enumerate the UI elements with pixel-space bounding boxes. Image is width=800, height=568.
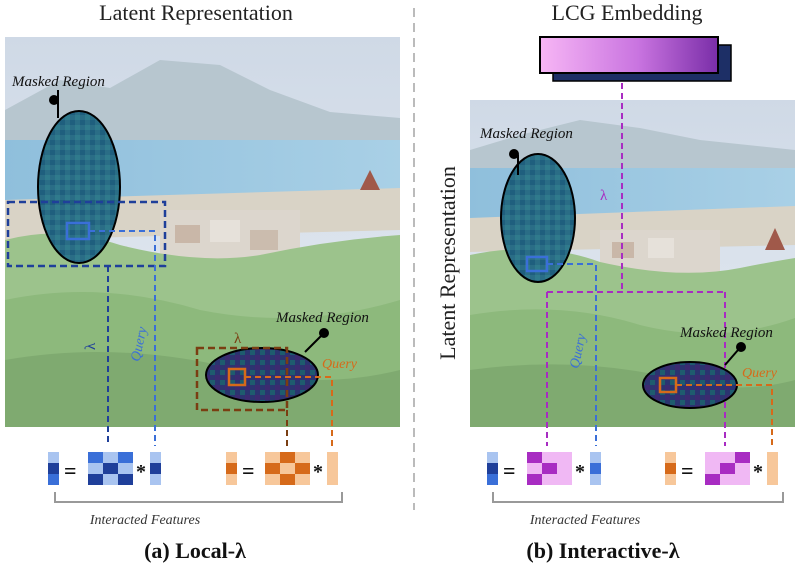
right-equals-orange: =	[681, 458, 694, 483]
left-lambda-window-orange	[195, 346, 289, 412]
right-pointer-dot-bottom	[736, 342, 746, 352]
right-formula-orange: = *	[665, 452, 778, 485]
left-times-blue: *	[136, 461, 146, 483]
right-formula-blue: = *	[487, 452, 601, 485]
right-query-line-blue	[547, 263, 597, 446]
left-masked-label-bottom: Masked Region	[275, 310, 369, 326]
left-interacted-bracket	[54, 492, 343, 503]
left-equals-blue: =	[64, 458, 77, 483]
right-masked-label-top: Masked Region	[479, 126, 573, 142]
right-pointer-dot-top	[509, 149, 519, 159]
right-side-title: Latent Representation	[435, 166, 460, 360]
left-masked-region-bottom	[205, 347, 319, 403]
right-lambda-label: λ	[600, 188, 608, 204]
right-times-orange: *	[753, 461, 763, 483]
left-equals-orange: =	[242, 458, 255, 483]
left-interacted-label: Interacted Features	[89, 513, 201, 528]
left-lambda-window-blue	[6, 200, 167, 268]
left-pointer-dot-top	[49, 95, 59, 105]
right-interacted-label: Interacted Features	[529, 513, 641, 528]
left-landscape-image	[5, 37, 400, 427]
left-query-line-orange	[245, 376, 333, 446]
left-pointer-bottom	[304, 334, 323, 353]
right-query-label-blue: Query	[568, 332, 590, 370]
right-masked-label-bottom: Masked Region	[679, 325, 773, 341]
left-query-label-orange: Query	[322, 357, 358, 372]
right-masked-region-top	[500, 153, 576, 283]
left-pointer-dot-bottom	[319, 328, 329, 338]
right-query-line-orange	[676, 384, 773, 446]
lcg-embedding-bar	[539, 36, 719, 74]
right-times-blue: *	[575, 461, 585, 483]
left-masked-region-top	[37, 110, 121, 264]
right-interacted-bracket	[492, 492, 784, 503]
left-times-orange: *	[313, 461, 323, 483]
left-query-label-blue: Query	[129, 325, 151, 363]
right-equals-blue: =	[503, 458, 516, 483]
left-title: Latent Representation	[99, 0, 293, 25]
right-subtitle: (b) Interactive-λ	[526, 538, 679, 563]
right-query-label-orange: Query	[742, 366, 778, 381]
left-lambda-label-orange: λ	[234, 331, 242, 347]
right-pointer-bottom	[724, 349, 739, 366]
left-query-line-blue	[89, 230, 156, 446]
right-top-title: LCG Embedding	[552, 0, 703, 25]
left-masked-label-top: Masked Region	[11, 74, 105, 90]
left-subtitle: (a) Local-λ	[144, 538, 246, 563]
left-formula-blue: = *	[48, 452, 161, 485]
left-lambda-label-blue: λ	[83, 342, 99, 350]
left-formula-orange: = *	[226, 452, 338, 485]
